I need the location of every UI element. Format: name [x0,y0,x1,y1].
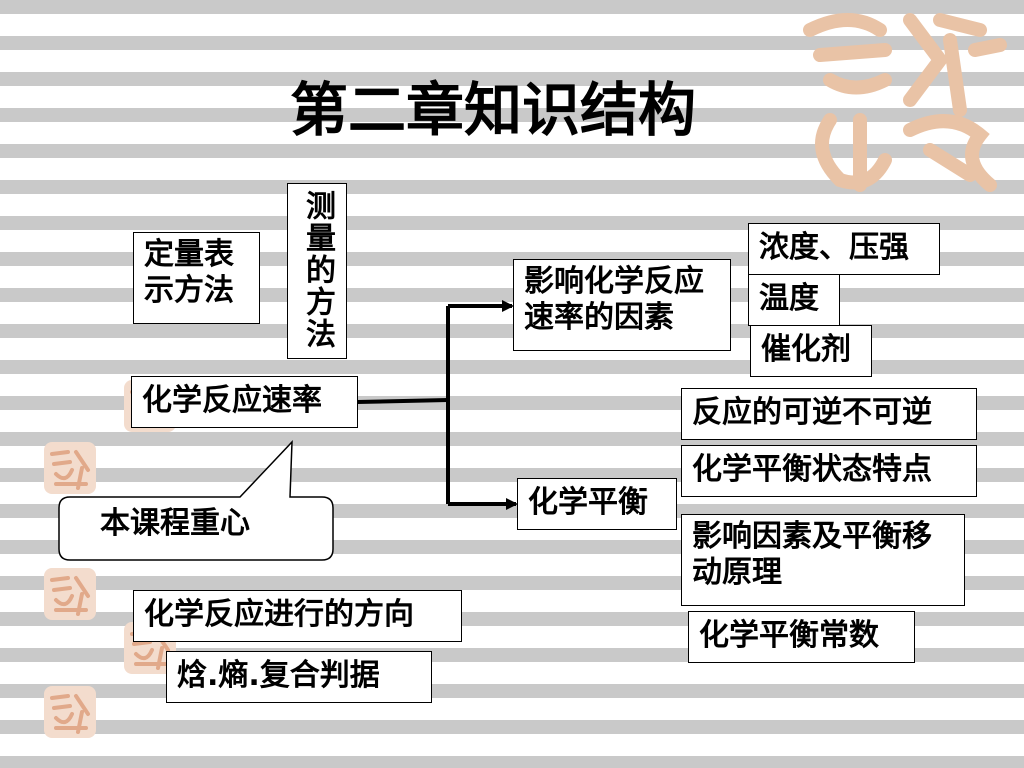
small-seal-decoration [44,442,96,494]
node-label: 化学反应进行的方向 [144,597,414,632]
node-reversible-irreversible: 反应的可逆不可逆 [681,388,977,440]
node-chemical-equilibrium: 化学平衡 [517,478,677,530]
node-factors-and-shift-principle: 影响因素及平衡移动原理 [681,514,965,606]
node-measurement-methods: 测量的方法 [287,183,347,359]
small-seal-decoration [44,686,96,738]
node-label: 化学平衡 [528,485,648,520]
node-label: 化学平衡常数 [699,618,879,653]
small-seal-decoration [44,568,96,620]
node-label: 催化剂 [761,332,851,367]
speech-bubble-outline [58,440,334,561]
focus-callout-text: 本课程重心 [100,506,250,541]
node-label: 影响化学反应速率的因素 [524,264,704,335]
node-label: 焓.熵.复合判据 [177,658,380,693]
node-concentration-pressure: 浓度、压强 [748,223,940,275]
large-seal-decoration [803,13,1007,192]
node-reaction-rate: 化学反应速率 [131,376,358,428]
node-temperature: 温度 [748,274,840,326]
node-enthalpy-entropy-criteria: 焓.熵.复合判据 [166,651,432,703]
node-label: 温度 [759,281,819,316]
node-label: 化学反应速率 [142,383,322,418]
node-label: 影响因素及平衡移动原理 [692,519,932,590]
node-label: 化学平衡状态特点 [692,452,932,487]
node-label: 测量的方法 [300,190,335,350]
node-label: 反应的可逆不可逆 [692,395,932,430]
node-reaction-direction: 化学反应进行的方向 [133,590,462,642]
node-rate-factors: 影响化学反应速率的因素 [513,259,731,351]
node-equilibrium-constant: 化学平衡常数 [688,611,915,663]
connector-rate-to-branch [356,398,449,404]
node-quantitative-expression: 定量表示方法 [133,232,260,324]
page-title: 第二章知识结构 [290,76,697,144]
node-catalyst: 催化剂 [750,325,872,377]
node-label: 浓度、压强 [759,230,909,265]
node-equilibrium-state-features: 化学平衡状态特点 [681,445,977,497]
node-label: 定量表示方法 [144,237,234,308]
